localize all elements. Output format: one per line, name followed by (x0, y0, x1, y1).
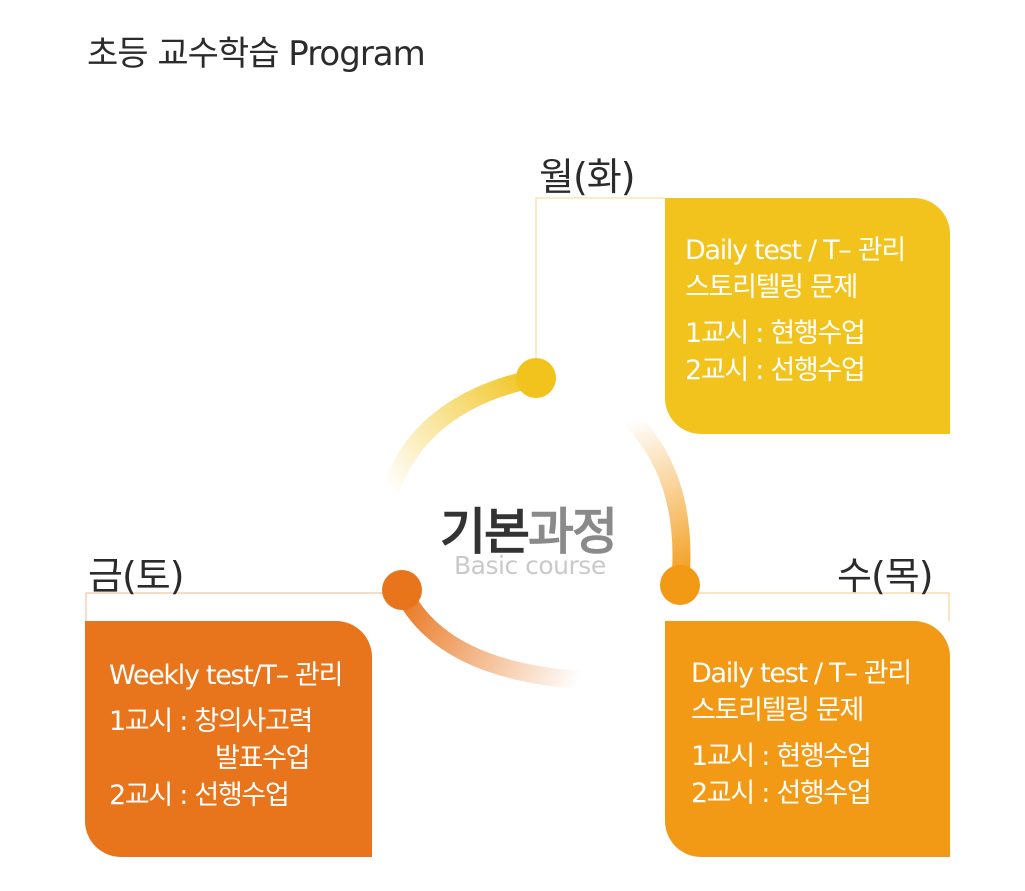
center-subtitle: Basic course (454, 551, 606, 580)
panel-fri-line1: Weekly test/T– 관리 (109, 660, 343, 691)
page-title: 초등 교수학습 Program (87, 34, 426, 74)
panel-wed: Daily test / T– 관리 스토리텔링 문제 1교시 : 현행수업 2… (665, 621, 950, 857)
center-title-part1: 기본 (440, 503, 530, 561)
panel-fri-line2: 1교시 : 창의사고력 (109, 706, 313, 737)
panel-fri: Weekly test/T– 관리 1교시 : 창의사고력 발표수업 2교시 :… (85, 621, 372, 857)
panel-mon-line3: 1교시 : 현행수업 (685, 318, 866, 349)
panel-wed-line1: Daily test / T– 관리 (691, 658, 912, 689)
panel-wed-line4: 2교시 : 선행수업 (691, 778, 872, 809)
day-label-mon: 월(화) (539, 155, 636, 199)
arc-fri (393, 581, 589, 689)
panel-mon-line2: 스토리텔링 문제 (685, 272, 858, 303)
panel-fri-line4: 2교시 : 선행수업 (109, 780, 290, 811)
dot-wed (660, 565, 700, 605)
panel-mon-line4: 2교시 : 선행수업 (685, 355, 866, 386)
connector-mon (535, 197, 665, 378)
center-title: 기본과정 (440, 492, 618, 564)
arc-mon (381, 369, 545, 501)
panel-fri-line3: 발표수업 (215, 743, 310, 774)
panel-wed-line2: 스토리텔링 문제 (691, 695, 864, 726)
dot-mon (516, 358, 556, 398)
arc-wed (623, 411, 691, 594)
dot-fri (382, 570, 422, 610)
panel-wed-line3: 1교시 : 현행수업 (691, 741, 872, 772)
center-title-part2: 과정 (528, 503, 618, 561)
panel-mon-line1: Daily test / T– 관리 (685, 235, 906, 266)
panel-mon: Daily test / T– 관리 스토리텔링 문제 1교시 : 현행수업 2… (665, 198, 950, 434)
day-label-fri: 금(토) (88, 554, 185, 598)
connector-fri (85, 592, 400, 621)
connector-wed (680, 592, 950, 621)
day-label-wed: 수(목) (837, 554, 934, 598)
